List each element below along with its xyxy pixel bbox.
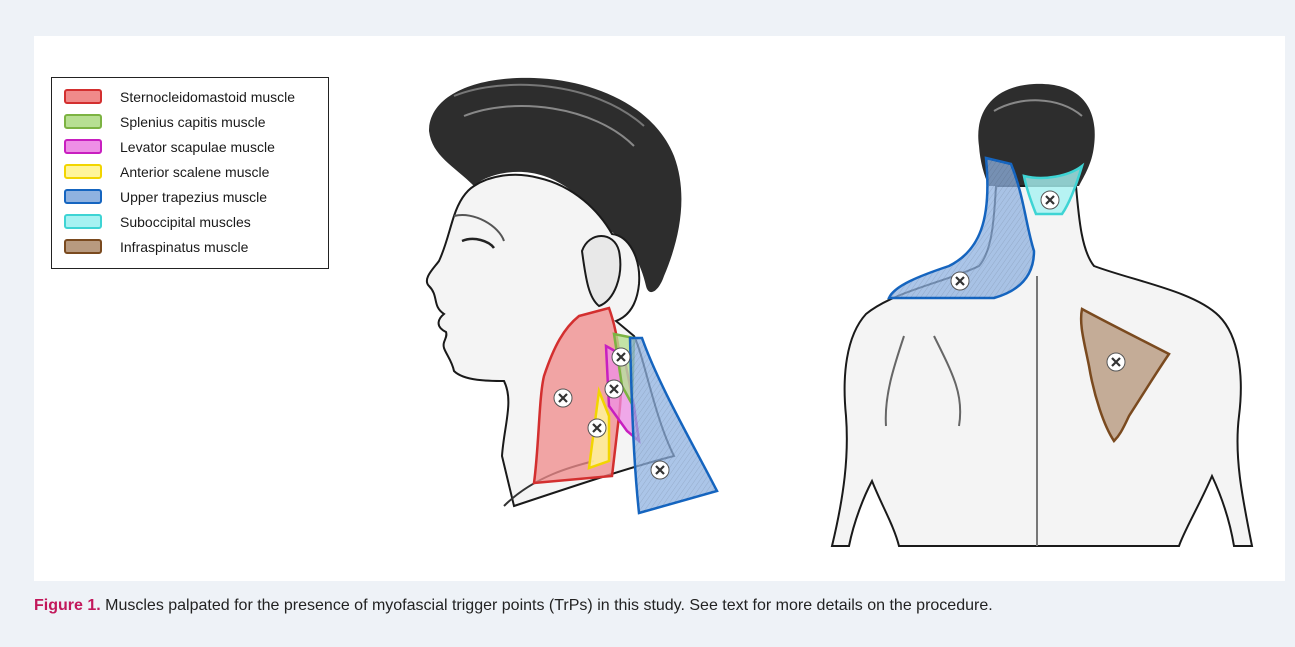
trigger-point-marker [588, 419, 606, 437]
figure-caption: Figure 1. Muscles palpated for the prese… [34, 597, 1285, 615]
figure-caption-text: Muscles palpated for the presence of myo… [101, 597, 993, 614]
trigger-point-marker [951, 272, 969, 290]
figure-label: Figure 1. [34, 597, 101, 614]
trigger-point-marker [651, 461, 669, 479]
trigger-point-marker [612, 348, 630, 366]
trigger-point-marker [605, 380, 623, 398]
anatomy-illustration [34, 36, 1285, 581]
trigger-point-marker [554, 389, 572, 407]
side-view-figure [427, 78, 717, 513]
trigger-point-marker [1107, 353, 1125, 371]
trigger-point-marker [1041, 191, 1059, 209]
back-view-figure [832, 84, 1252, 546]
